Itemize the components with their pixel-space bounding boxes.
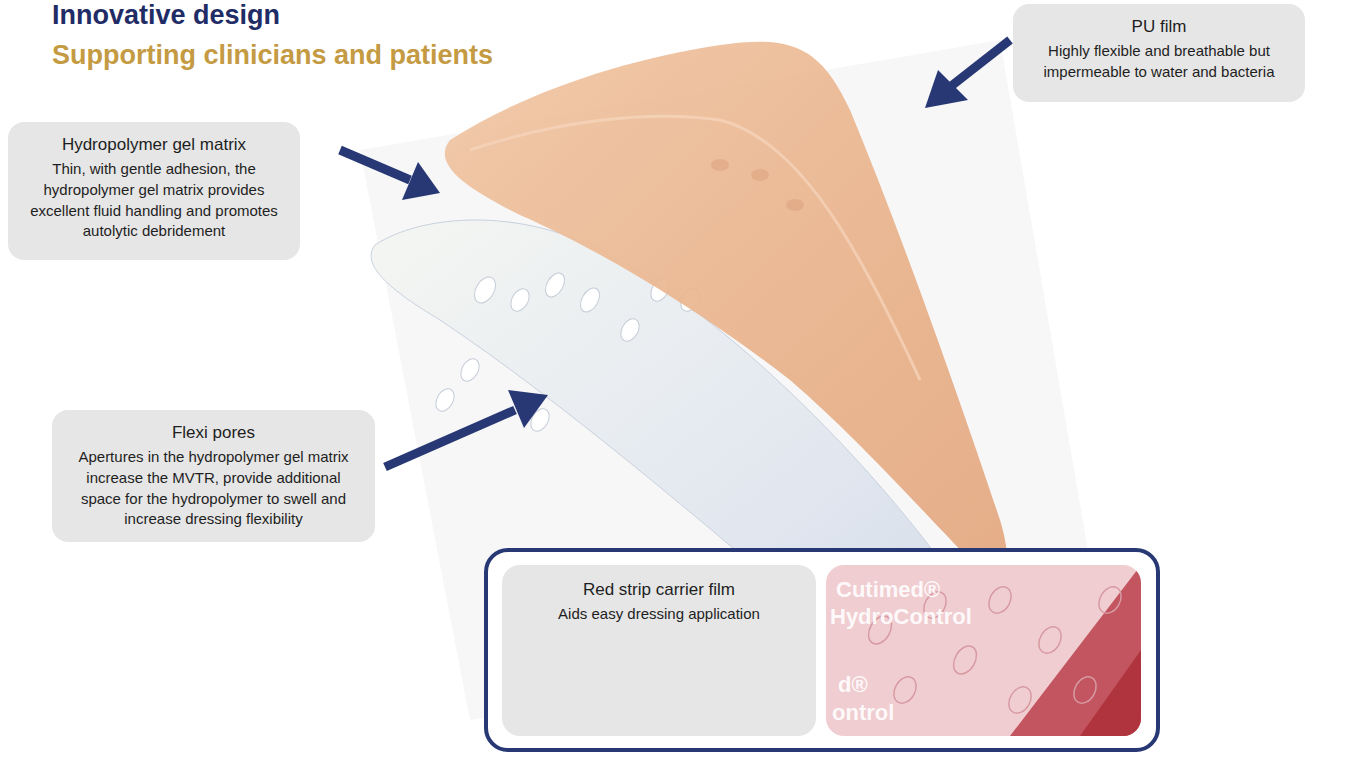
- panel-outline: [486, 550, 1158, 750]
- product-watermark: Cutimed®: [836, 577, 940, 603]
- product-watermark: ontrol: [832, 700, 894, 726]
- callout-box: PU filmHighly flexible and breathable bu…: [1013, 4, 1305, 102]
- subtitle: Supporting clinicians and patients: [52, 40, 493, 71]
- callout-heading: Hydropolymer gel matrix: [22, 134, 286, 155]
- product-watermark: HydroControl: [830, 604, 972, 630]
- carrier-strip-image: [826, 565, 1141, 736]
- callout-heading: Red strip carrier film: [516, 579, 802, 600]
- callout-body: Apertures in the hydropolymer gel matrix…: [66, 447, 361, 530]
- pointer-arrow: [340, 40, 1010, 467]
- callout-box: Flexi poresApertures in the hydropolymer…: [52, 410, 375, 542]
- callout-box: Hydropolymer gel matrixThin, with gentle…: [8, 122, 300, 260]
- callout-body: Highly flexible and breathable but imper…: [1027, 41, 1291, 82]
- callout-body: Thin, with gentle adhesion, the hydropol…: [22, 159, 286, 242]
- title: Innovative design: [52, 0, 280, 31]
- product-watermark: d®: [838, 672, 868, 698]
- callout-heading: PU film: [1027, 16, 1291, 37]
- callout-body: Aids easy dressing application: [516, 604, 802, 625]
- pu-film-layer: [445, 42, 1007, 580]
- callout-box: Red strip carrier filmAids easy dressing…: [502, 565, 816, 736]
- flexi-pores: [432, 270, 703, 435]
- callout-heading: Flexi pores: [66, 422, 361, 443]
